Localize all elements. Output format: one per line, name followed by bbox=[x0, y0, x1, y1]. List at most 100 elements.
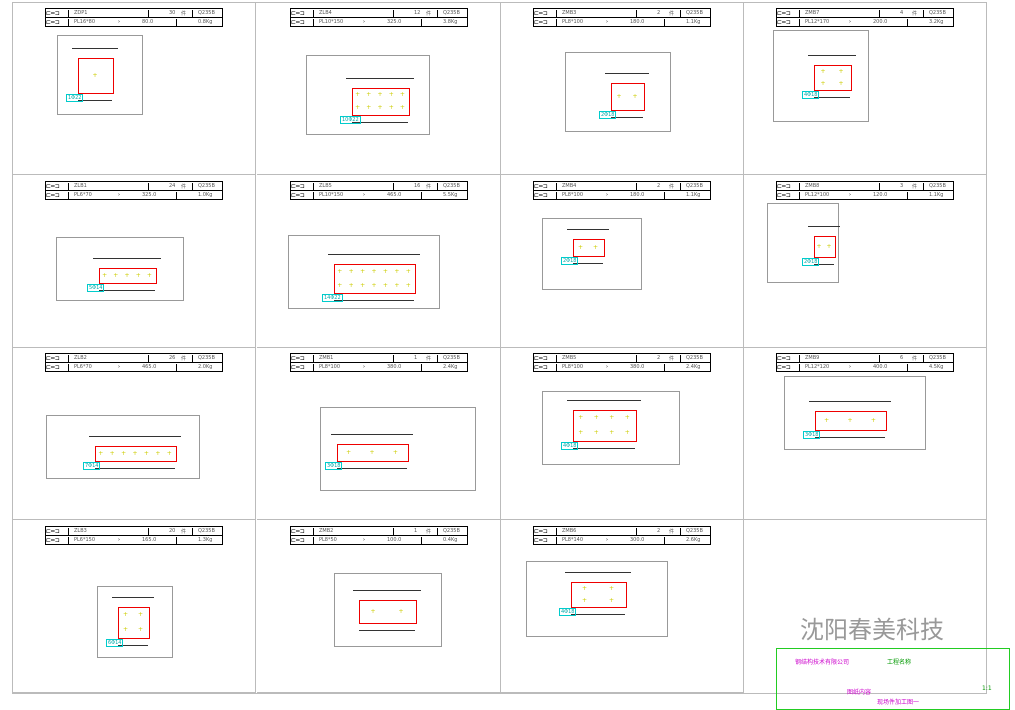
bolt-hole-icon: + bbox=[405, 267, 411, 275]
quantity: 2 bbox=[657, 355, 661, 361]
bolt-hole-icon: + bbox=[138, 626, 144, 633]
dimension-line bbox=[605, 73, 649, 74]
unit: 件 bbox=[912, 356, 918, 362]
title-block: 钢结构技术有限公司 工程名称 图纸内容 现场件加工图一 1:1 bbox=[776, 648, 1010, 710]
quantity: 1 bbox=[414, 355, 418, 361]
length: 465.0 bbox=[387, 192, 402, 198]
weight: 2.4Kg bbox=[443, 364, 458, 370]
plate-symbol-icon: ⊏═⊐ bbox=[534, 537, 557, 545]
part-mark: ZLB2 bbox=[74, 355, 87, 361]
dimension-line bbox=[93, 258, 161, 259]
spec: PL8*100 bbox=[562, 192, 584, 198]
plate-symbol-icon: ⊏═⊐ bbox=[291, 10, 314, 18]
bolt-hole-icon: + bbox=[102, 271, 108, 279]
plate-symbol-icon: ⊏═⊐ bbox=[46, 537, 69, 545]
plate-symbol-icon: ⊏═⊐ bbox=[777, 364, 800, 372]
plate-symbol-icon: ⊏═⊐ bbox=[291, 528, 314, 536]
dimension-line bbox=[814, 97, 850, 98]
watermark: 沈阳春美科技 bbox=[800, 616, 944, 644]
material: Q235B bbox=[686, 355, 703, 361]
bolt-hole-icon: + bbox=[824, 416, 830, 424]
plate-drawing: +++3Φ18 bbox=[784, 376, 926, 450]
material: Q235B bbox=[443, 528, 460, 534]
weight: 3.8Kg bbox=[443, 19, 458, 25]
length: 120.0 bbox=[873, 192, 888, 198]
bolt-hole-icon: + bbox=[337, 267, 343, 275]
spec: PL6*150 bbox=[74, 537, 96, 543]
plate-symbol-icon: ⊏═⊐ bbox=[46, 19, 69, 27]
dimension-line bbox=[573, 448, 635, 449]
plate-symbol-icon: ⊏═⊐ bbox=[291, 183, 314, 191]
unit: 件 bbox=[426, 529, 432, 535]
dimension-line bbox=[567, 400, 641, 401]
dimension-line bbox=[809, 401, 891, 402]
bolt-hole-icon: + bbox=[113, 271, 119, 279]
plate-symbol-icon: ⊏═⊐ bbox=[291, 355, 314, 363]
bolt-hole-icon: + bbox=[593, 243, 599, 251]
plate-drawing: ++++4Φ18 bbox=[773, 30, 869, 122]
plate-outline bbox=[334, 264, 416, 294]
length: 200.0 bbox=[873, 19, 888, 25]
plate-drawing: +++++++7Φ14 bbox=[46, 415, 200, 479]
hole-callout: 4Φ18 bbox=[559, 608, 577, 616]
bolt-hole-icon: + bbox=[399, 104, 405, 111]
length: 80.0 bbox=[142, 19, 154, 25]
quantity: 2 bbox=[657, 183, 661, 189]
hole-callout: 3Φ18 bbox=[325, 462, 343, 470]
quantity: 30 bbox=[169, 10, 176, 16]
dimension-line bbox=[99, 290, 155, 291]
dimension-line bbox=[353, 590, 421, 591]
bolt-hole-icon: + bbox=[123, 611, 129, 618]
material: Q235B bbox=[929, 10, 946, 16]
plate-symbol-icon: ⊏═⊐ bbox=[291, 192, 314, 200]
spec: PL8*100 bbox=[562, 19, 584, 25]
weight: 1.1Kg bbox=[686, 19, 701, 25]
spec: PL6*70 bbox=[74, 364, 92, 370]
quantity: 2 bbox=[657, 10, 661, 16]
spec: PL12*100 bbox=[805, 192, 830, 198]
bolt-hole-icon: + bbox=[382, 267, 388, 275]
hole-callout: 1Φ22 bbox=[66, 94, 84, 102]
bolt-hole-icon: + bbox=[371, 267, 377, 275]
plate-symbol-icon: ⊏═⊐ bbox=[534, 528, 557, 536]
bolt-hole-icon: + bbox=[593, 414, 599, 421]
plate-symbol-icon: ⊏═⊐ bbox=[46, 192, 69, 200]
quantity: 6 bbox=[900, 355, 904, 361]
bolt-hole-icon: + bbox=[377, 104, 383, 111]
weight: 3.2Kg bbox=[929, 19, 944, 25]
dimension-line bbox=[334, 300, 414, 301]
length-arrow: › bbox=[118, 537, 120, 543]
length: 165.0 bbox=[142, 537, 157, 543]
drawing-name: 现场件加工图一 bbox=[877, 699, 920, 706]
plate-symbol-icon: ⊏═⊐ bbox=[534, 19, 557, 27]
hole-callout: 3Φ18 bbox=[803, 431, 821, 439]
dimension-line bbox=[611, 117, 643, 118]
length-arrow: › bbox=[363, 537, 365, 543]
quantity: 12 bbox=[414, 10, 421, 16]
hole-callout: 14Φ22 bbox=[322, 294, 343, 302]
part-mark: ZLB1 bbox=[74, 183, 87, 189]
part-mark: ZMB4 bbox=[562, 183, 577, 189]
plate-drawing: ++++4Φ18 bbox=[526, 561, 668, 637]
bolt-hole-icon: + bbox=[166, 449, 172, 457]
plate-drawing: ++++++++4Φ18 bbox=[542, 391, 680, 465]
plate-symbol-icon: ⊏═⊐ bbox=[46, 10, 69, 18]
bolt-hole-icon: + bbox=[143, 449, 149, 457]
bolt-hole-icon: + bbox=[870, 416, 876, 424]
weight: 2.4Kg bbox=[686, 364, 701, 370]
quantity: 26 bbox=[169, 355, 176, 361]
bolt-hole-icon: + bbox=[578, 414, 584, 421]
part-mark: ZDP1 bbox=[74, 10, 88, 16]
bolt-hole-icon: + bbox=[377, 91, 383, 98]
plate-outline bbox=[815, 411, 887, 431]
weight: 0.8Kg bbox=[198, 19, 213, 25]
bolt-hole-icon: + bbox=[820, 79, 826, 87]
bolt-hole-icon: + bbox=[394, 267, 400, 275]
